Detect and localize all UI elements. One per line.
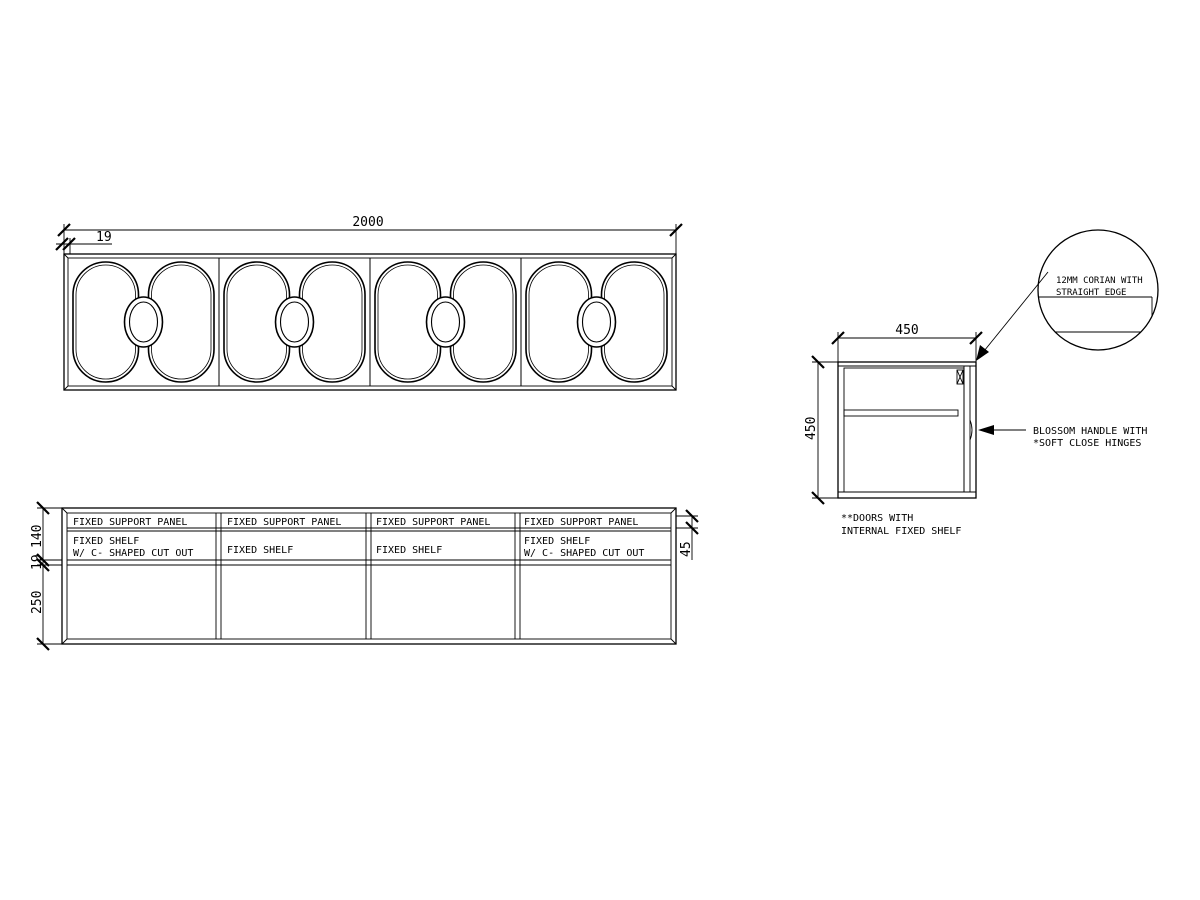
door-panel xyxy=(302,264,363,380)
door-outline xyxy=(147,261,215,383)
panel-label-4: FIXED SUPPORT PANEL xyxy=(524,517,638,528)
shelf-label-3a: FIXED SHELF xyxy=(376,545,442,556)
handle-callout-line2: *SOFT CLOSE HINGES xyxy=(1033,438,1141,449)
door-outline xyxy=(449,261,517,383)
door-panel xyxy=(528,264,589,380)
doors-note-line1: **DOORS WITH xyxy=(841,513,913,524)
side-elevation: 450 450 **DOORS WITH INTERNAL FIXED SHEL… xyxy=(804,323,1147,537)
door-panel xyxy=(377,264,438,380)
door-panel xyxy=(226,264,287,380)
panel-label-3: FIXED SUPPORT PANEL xyxy=(376,517,490,528)
compartment-3: FIXED SUPPORT PANEL FIXED SHELF xyxy=(376,517,490,556)
shelf-label-1b: W/ C- SHAPED CUT OUT xyxy=(73,548,193,559)
handle-callout-line1: BLOSSOM HANDLE WITH xyxy=(1033,426,1147,437)
detail-text-line2: STRAIGHT EDGE xyxy=(1056,288,1126,298)
interior-outer xyxy=(61,507,677,645)
door-outline xyxy=(72,261,140,383)
door-panel xyxy=(453,264,514,380)
door-module-2 xyxy=(218,258,366,386)
door-outline xyxy=(374,261,442,383)
door-outline xyxy=(600,261,668,383)
dim-side-height-label: 450 xyxy=(804,417,819,440)
door-outline xyxy=(223,261,291,383)
handle-callout: BLOSSOM HANDLE WITH *SOFT CLOSE HINGES xyxy=(978,425,1147,449)
dim-side-width: 450 xyxy=(831,323,983,362)
hinge-icon xyxy=(956,369,964,385)
detail-arrow-icon xyxy=(976,345,989,361)
panel-label-1: FIXED SUPPORT PANEL xyxy=(73,517,187,528)
side-cabinet-inner xyxy=(843,367,965,493)
interior-inner xyxy=(66,512,672,640)
door-panel xyxy=(151,264,212,380)
interior-view: FIXED SUPPORT PANEL FIXED SHELF W/ C- SH… xyxy=(30,501,699,651)
dim-19-label: 19 xyxy=(96,230,112,245)
dim-side-height: 450 xyxy=(804,355,838,505)
panel-label-2: FIXED SUPPORT PANEL xyxy=(227,517,341,528)
corian-detail: 12MM CORIAN WITH STRAIGHT EDGE xyxy=(976,229,1159,361)
dim-right-vertical: 45 xyxy=(676,509,699,560)
door-module-3 xyxy=(369,258,517,386)
side-cabinet-outer xyxy=(837,361,977,499)
handle-inner-icon xyxy=(581,301,612,343)
interior-dividers xyxy=(215,513,521,639)
door-module-1 xyxy=(72,261,215,383)
compartment-2: FIXED SUPPORT PANEL FIXED SHELF xyxy=(227,517,341,556)
dim-140-label: 140 xyxy=(30,525,45,548)
dim-45-label: 45 xyxy=(679,541,694,557)
shelf-label-4b: W/ C- SHAPED CUT OUT xyxy=(524,548,644,559)
door-outline xyxy=(525,261,593,383)
shelf-label-1a: FIXED SHELF xyxy=(73,536,139,547)
dim-left-vertical: 140 19 250 xyxy=(30,501,62,651)
dim-19-plan-label: 19 xyxy=(30,554,45,570)
door-module-4 xyxy=(520,258,668,386)
door-outline xyxy=(298,261,366,383)
dim-overall-width: 2000 xyxy=(57,215,683,254)
doors-note-line2: INTERNAL FIXED SHELF xyxy=(841,526,961,537)
front-elevation: 2000 19 xyxy=(55,215,683,391)
handle-inner-icon xyxy=(430,301,461,343)
detail-circle xyxy=(1037,229,1159,351)
door-panel xyxy=(75,264,136,380)
handle-inner-icon xyxy=(128,301,159,343)
compartment-1: FIXED SUPPORT PANEL FIXED SHELF W/ C- SH… xyxy=(73,517,193,559)
dim-side-width-label: 450 xyxy=(895,323,918,338)
front-doors xyxy=(72,258,668,386)
shelf-label-2a: FIXED SHELF xyxy=(227,545,293,556)
handle-profile-icon xyxy=(969,419,973,441)
dim-2000-label: 2000 xyxy=(352,215,383,230)
front-carcass-outer xyxy=(63,253,677,391)
dim-panel-thickness: 19 xyxy=(55,230,112,254)
door-panel xyxy=(604,264,665,380)
handle-inner-icon xyxy=(279,301,310,343)
shelf-label-4a: FIXED SHELF xyxy=(524,536,590,547)
dim-250-label: 250 xyxy=(30,591,45,614)
arrow-left-icon xyxy=(978,425,994,435)
internal-shelf xyxy=(843,409,959,417)
detail-text-line1: 12MM CORIAN WITH xyxy=(1056,276,1143,286)
compartment-4: FIXED SUPPORT PANEL FIXED SHELF W/ C- SH… xyxy=(524,517,644,559)
